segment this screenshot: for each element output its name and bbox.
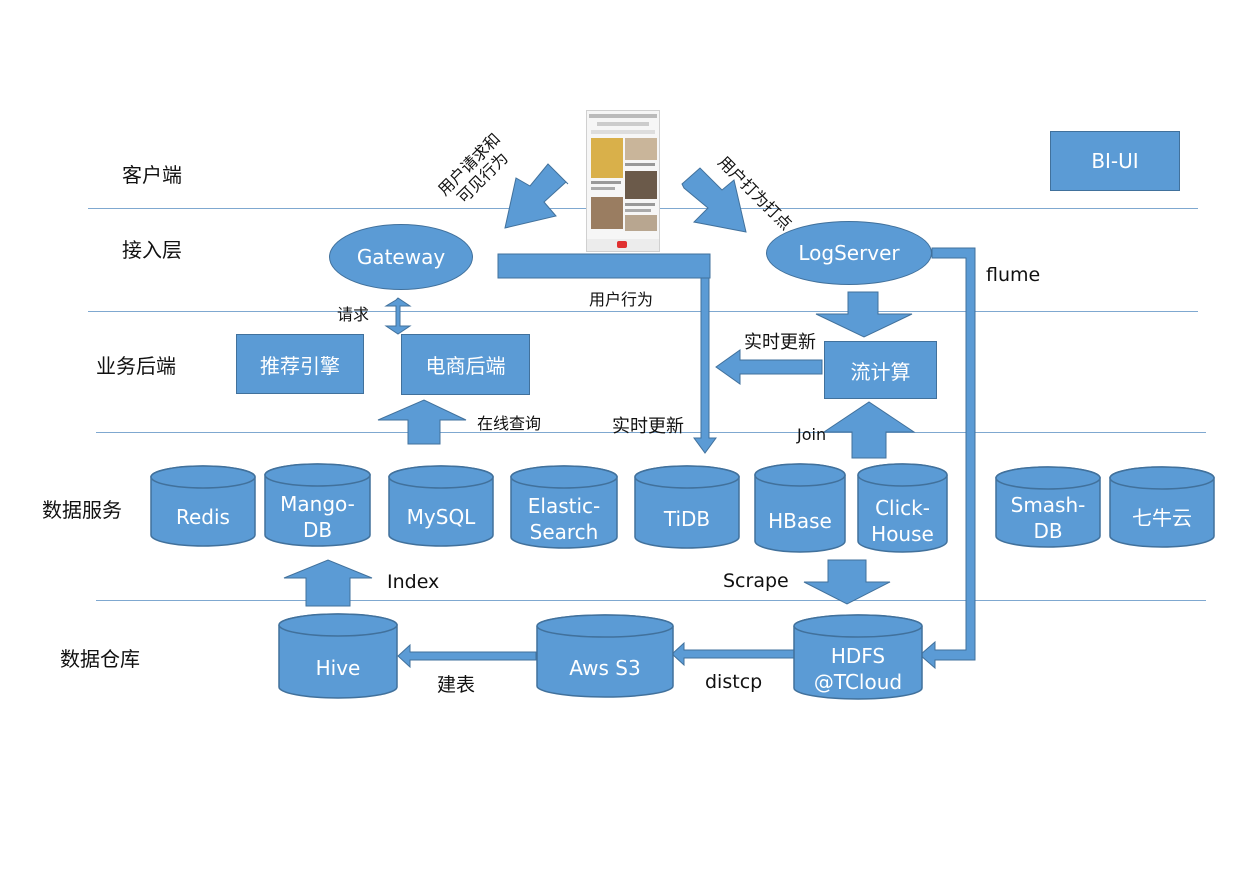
phone-photo-cat xyxy=(625,138,657,160)
label-join: Join xyxy=(797,425,827,444)
label-realtime-update-tidb: 实时更新 xyxy=(612,416,684,437)
qiniu-db: 七牛云 xyxy=(1109,466,1215,548)
phone-text-line xyxy=(625,163,655,166)
layer-label-data-warehouse: 数据仓库 xyxy=(60,647,140,671)
stream-compute-box: 流计算 xyxy=(824,341,937,399)
mongodb-db: Mango- DB xyxy=(264,463,371,547)
logserver-node: LogServer xyxy=(766,221,932,285)
mobile-app-screenshot xyxy=(586,110,660,252)
label-request: 请求 xyxy=(337,305,370,324)
ecommerce-backend-box: 电商后端 xyxy=(401,334,530,395)
aws-s3-label: Aws S3 xyxy=(569,655,641,680)
phone-text-line xyxy=(591,181,621,184)
label-user-behavior: 用户行为 xyxy=(589,290,654,309)
arrow-request xyxy=(384,297,412,335)
smashdb-label: Smash- DB xyxy=(1010,493,1086,544)
layer-label-client: 客户端 xyxy=(122,163,182,187)
arrow-logserver-stream xyxy=(815,291,913,338)
arrow-user-tracking xyxy=(681,167,747,233)
label-create-table: 建表 xyxy=(437,674,476,696)
label-realtime-update-top: 实时更新 xyxy=(744,332,816,353)
mysql-db: MySQL xyxy=(388,465,494,547)
label-online-query: 在线查询 xyxy=(477,414,542,433)
tidb-db: TiDB xyxy=(634,465,740,549)
clickhouse-label: Click- House xyxy=(871,495,934,546)
phone-plus-button xyxy=(617,241,627,248)
arrow-user-behavior-bar xyxy=(497,253,711,279)
elasticsearch-db: Elastic- Search xyxy=(510,465,618,549)
hdfs-db: HDFS @TCloud xyxy=(793,614,923,700)
hdfs-label: HDFS @TCloud xyxy=(813,644,903,695)
phone-photo-bird xyxy=(625,171,657,199)
phone-text-line xyxy=(591,187,615,190)
phone-photo-dog xyxy=(591,197,623,229)
label-distcp: distcp xyxy=(705,671,763,693)
arrow-online-query xyxy=(377,399,467,445)
aws-s3-db: Aws S3 xyxy=(536,614,674,698)
layer-label-data-service: 数据服务 xyxy=(42,498,122,522)
arrow-flume xyxy=(919,247,976,670)
label-scrape: Scrape xyxy=(723,570,789,592)
elasticsearch-label: Elastic- Search xyxy=(527,493,601,544)
mysql-label: MySQL xyxy=(406,505,476,530)
recommend-engine-box: 推荐引擎 xyxy=(236,334,364,394)
arrow-user-behavior-down xyxy=(693,277,717,454)
clickhouse-db: Click- House xyxy=(857,463,948,553)
arrow-join xyxy=(822,401,916,459)
arrow-stream-realtime xyxy=(715,349,823,385)
phone-photo-flower xyxy=(591,138,623,178)
hbase-label: HBase xyxy=(768,508,832,533)
tidb-label: TiDB xyxy=(663,506,711,531)
phone-status-bar xyxy=(589,114,657,118)
label-index: Index xyxy=(387,571,440,593)
qiniu-label: 七牛云 xyxy=(1132,506,1192,531)
phone-photo-bottom xyxy=(625,215,657,231)
arrow-index xyxy=(283,559,373,607)
hive-db: Hive xyxy=(278,613,398,699)
phone-text-line xyxy=(625,209,651,212)
redis-label: Redis xyxy=(176,505,230,530)
gateway-node: Gateway xyxy=(329,224,473,290)
redis-db: Redis xyxy=(150,465,256,547)
divider-business-data xyxy=(96,432,1206,433)
mongodb-label: Mango- DB xyxy=(280,491,355,542)
hive-label: Hive xyxy=(315,656,361,681)
smashdb-db: Smash- DB xyxy=(995,466,1101,548)
layer-label-access: 接入层 xyxy=(122,238,182,262)
phone-text-line xyxy=(625,203,655,206)
divider-data-warehouse xyxy=(96,600,1206,601)
phone-search-bar xyxy=(591,130,655,134)
arrow-create-table xyxy=(397,643,537,669)
layer-label-business: 业务后端 xyxy=(96,354,176,378)
arrow-distcp xyxy=(671,641,795,667)
arrow-user-request xyxy=(504,163,569,229)
label-flume: flume xyxy=(986,264,1041,286)
divider-access-business xyxy=(88,311,1198,312)
arrow-scrape xyxy=(803,559,891,605)
bi-ui-box: BI-UI xyxy=(1050,131,1180,191)
hbase-db: HBase xyxy=(754,463,846,553)
phone-header-bar xyxy=(597,122,649,126)
